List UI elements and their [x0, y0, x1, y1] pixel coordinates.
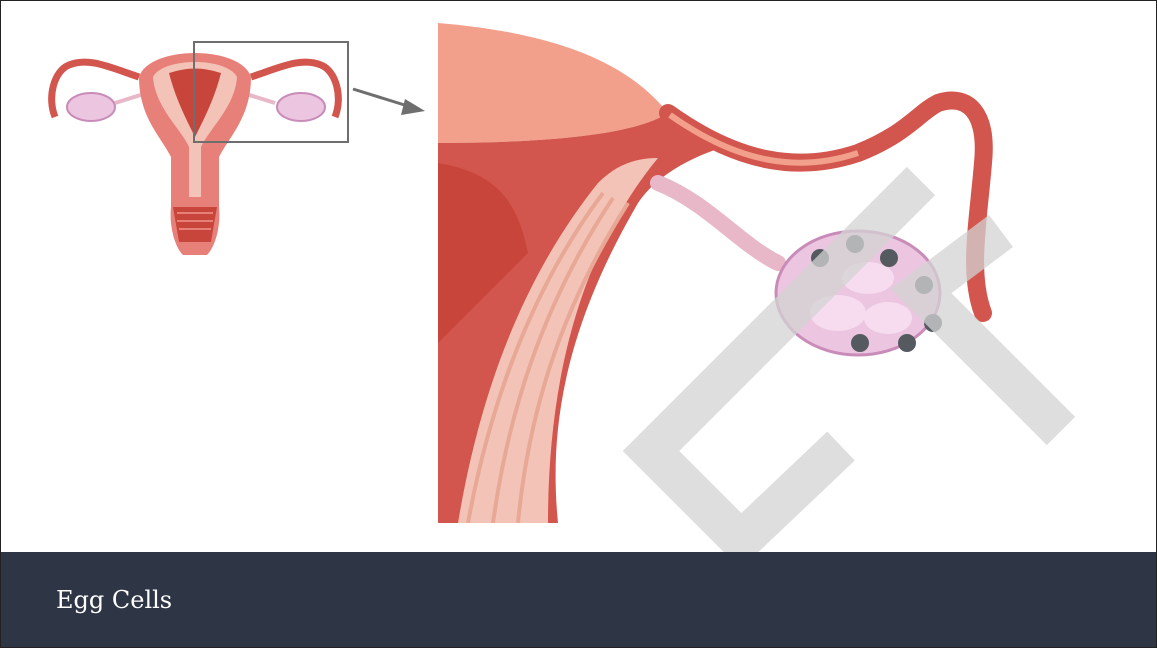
egg-cell-dot	[898, 334, 916, 352]
slide-title: Egg Cells	[56, 586, 172, 614]
egg-cell-dot	[851, 334, 869, 352]
egg-cell-dot	[880, 249, 898, 267]
egg-cell-dot	[915, 276, 933, 294]
egg-cell-dot	[924, 314, 942, 332]
egg-cell-dot	[846, 235, 864, 253]
ovary-closeup-image	[438, 23, 998, 523]
zoom-callout-box	[193, 41, 349, 143]
caption-bar: Egg Cells	[1, 552, 1156, 647]
egg-cell-dot	[811, 249, 829, 267]
arrow-right-icon	[351, 85, 431, 125]
